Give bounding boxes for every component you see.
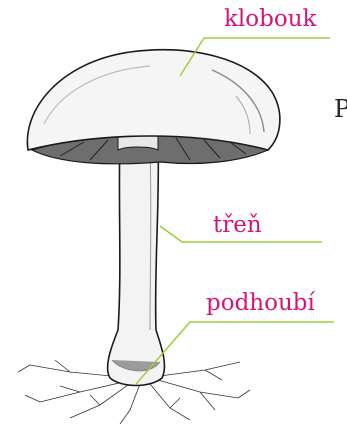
stem-label: třeň: [213, 214, 262, 237]
cap-label: klobouk: [224, 8, 316, 31]
partial-cut-off-text: P: [334, 97, 347, 121]
mycelium-leader-line: [136, 322, 334, 384]
mushroom-cap: [27, 50, 279, 150]
mycelium-label: podhoubí: [206, 292, 315, 315]
mushroom-stem: [108, 138, 165, 386]
